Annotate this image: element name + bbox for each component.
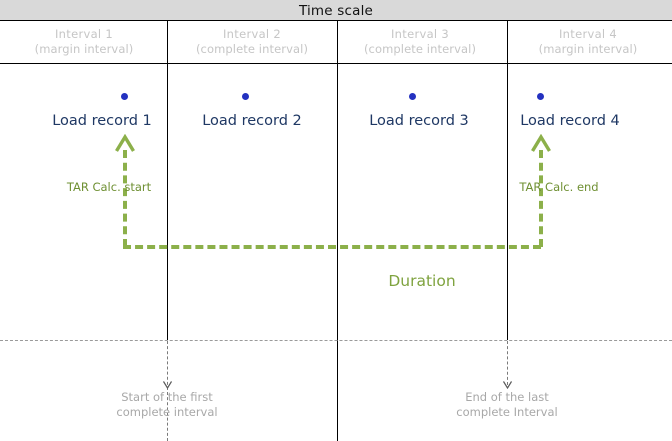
duration-label: Duration [388,272,456,290]
interval-2-subtitle: (complete interval) [195,42,309,56]
interval-3-subtitle: (complete interval) [363,42,477,56]
interval-header-row: Interval 1 (margin interval) Interval 2 … [0,21,672,63]
last-complete-interval-arrowhead-icon [503,381,512,389]
load-record-4-dot [537,93,544,100]
first-complete-interval-pointer-line [167,341,168,441]
load-record-3-label: Load record 3 [369,113,469,129]
last-complete-interval-note-line2: complete Interval [456,405,558,419]
interval-boundary-line-1 [167,21,168,340]
page-title: Time scale [298,2,374,19]
tar-calc-end-arrowhead-icon [531,134,551,152]
interval-4-name: Interval 4 [558,27,617,41]
interval-cell-3: Interval 3 (complete interval) [336,21,504,63]
first-complete-interval-arrowhead-icon [163,381,172,389]
interval-boundary-line-2 [337,21,338,441]
load-record-2-label: Load record 2 [202,113,302,129]
interval-2-name: Interval 2 [222,27,281,41]
interval-header-bottom-rule [0,63,672,64]
title-band-bottom-rule [0,20,672,21]
load-record-2-dot [242,93,249,100]
tar-calc-start-arrowhead-icon [115,134,135,152]
last-complete-interval-note: End of the last complete Interval [456,390,557,420]
interval-1-name: Interval 1 [54,27,113,41]
first-complete-interval-note: Start of the first complete interval [116,390,217,420]
interval-cell-4: Interval 4 (margin interval) [504,21,672,63]
interval-boundary-line-3 [507,21,508,340]
interval-cell-2: Interval 2 (complete interval) [168,21,336,63]
interval-4-subtitle: (margin interval) [538,42,638,56]
tar-calc-end-stem [539,150,543,247]
interval-3-name: Interval 3 [390,27,449,41]
first-complete-interval-note-line2: complete interval [116,405,218,419]
last-complete-interval-pointer-line [507,341,508,385]
load-record-4-label: Load record 4 [520,113,620,129]
interval-1-subtitle: (margin interval) [34,42,134,56]
first-complete-interval-note-line1: Start of the first [121,390,213,404]
tar-calc-end-label: TAR Calc. end [519,180,599,194]
last-complete-interval-note-line1: End of the last [465,390,549,404]
lower-section-divider [0,340,672,341]
interval-cell-1: Interval 1 (margin interval) [0,21,168,63]
load-record-1-dot [121,93,128,100]
load-record-1-label: Load record 1 [52,113,152,129]
load-record-3-dot [409,93,416,100]
tar-calc-start-stem [123,150,127,247]
time-scale-title-band: Time scale [0,0,672,21]
tar-calc-start-label: TAR Calc. start [66,180,152,194]
duration-connector-line [123,245,541,249]
